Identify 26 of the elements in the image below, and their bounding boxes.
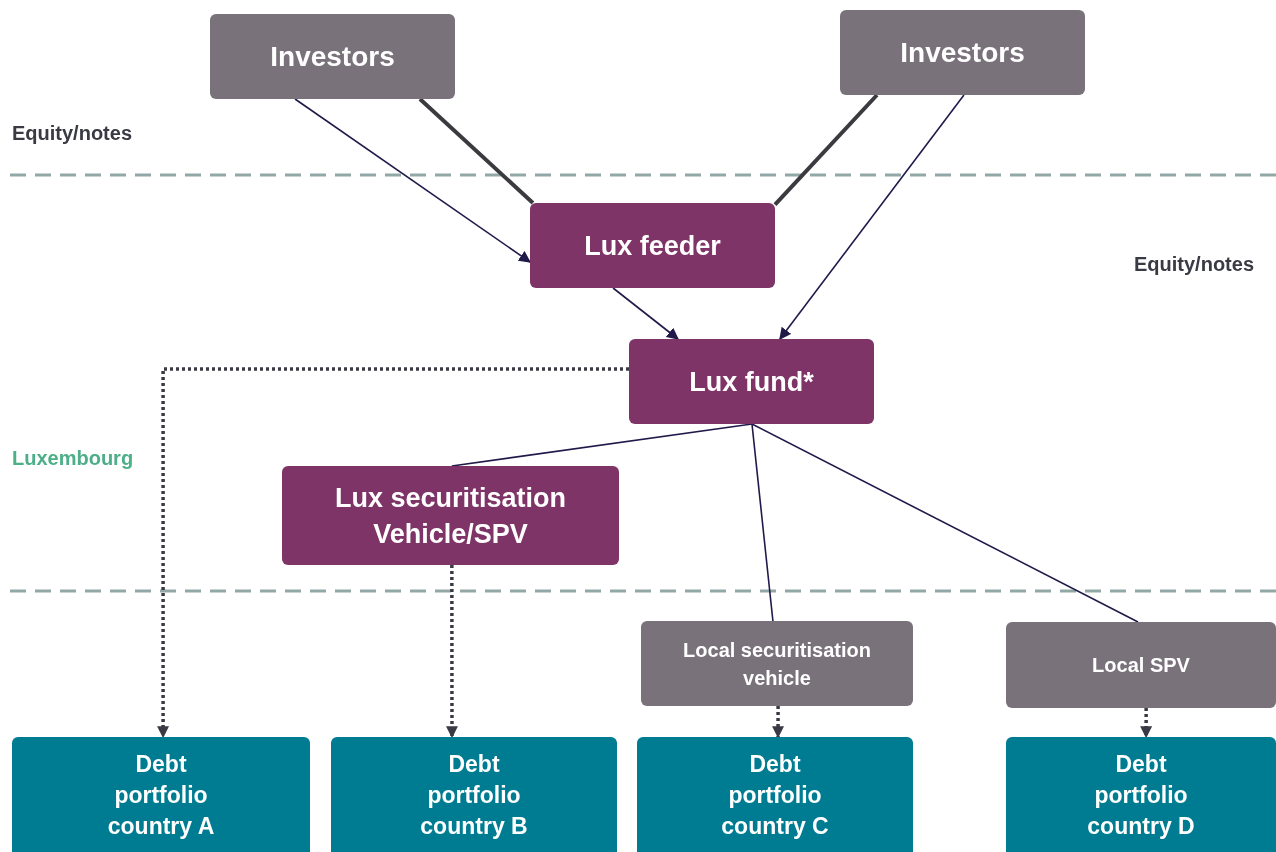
arrow bbox=[294, 98, 531, 263]
entity-box: Local securitisation vehicle bbox=[641, 621, 913, 706]
entity-box: Lux feeder bbox=[530, 203, 775, 288]
region-label: Equity/notes bbox=[12, 121, 132, 146]
dotted-arrow bbox=[772, 706, 785, 739]
entity-box: Lux fund* bbox=[629, 339, 874, 424]
connector-line bbox=[451, 423, 753, 467]
portfolio-box: Debt portfolio country A bbox=[12, 737, 310, 852]
entity-box: Investors bbox=[210, 14, 455, 99]
entity-box: Local SPV bbox=[1006, 622, 1276, 708]
entity-box: Investors bbox=[840, 10, 1085, 95]
connector-line bbox=[751, 423, 1139, 623]
connector-line bbox=[773, 93, 879, 207]
arrow bbox=[612, 287, 679, 340]
arrow bbox=[779, 94, 965, 340]
region-label: Equity/notes bbox=[1134, 252, 1254, 277]
portfolio-box: Debt portfolio country C bbox=[637, 737, 913, 852]
portfolio-box: Debt portfolio country B bbox=[331, 737, 617, 852]
connector-line bbox=[418, 97, 535, 205]
connector-line bbox=[751, 423, 774, 622]
dotted-arrow bbox=[157, 367, 629, 739]
dotted-arrow bbox=[1140, 708, 1153, 739]
portfolio-box: Debt portfolio country D bbox=[1006, 737, 1276, 852]
region-label: Luxembourg bbox=[12, 446, 134, 471]
entity-box: Lux securitisation Vehicle/SPV bbox=[282, 466, 619, 565]
dotted-arrow bbox=[445, 565, 458, 739]
